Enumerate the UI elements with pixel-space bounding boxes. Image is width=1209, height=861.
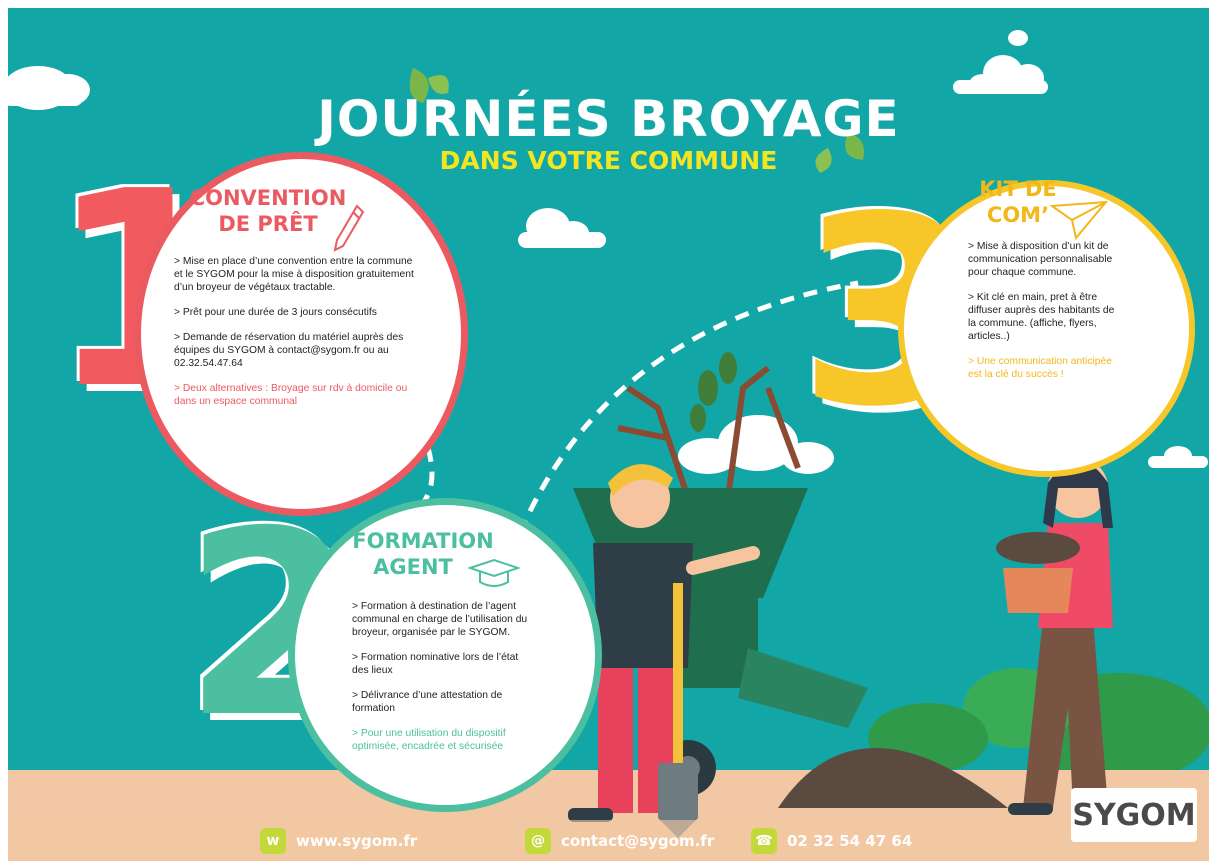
leaf-icon (815, 148, 832, 173)
leaf-icon (409, 68, 429, 103)
step2-paragraph: > Délivrance d’une attestation de format… (352, 690, 503, 714)
leaves (690, 352, 737, 432)
step3-paragraph: > Mise à disposition d’un kit de communi… (968, 241, 1113, 278)
leaf-icon (428, 75, 449, 94)
leaf-icon (845, 133, 864, 160)
cloud-center (518, 208, 606, 248)
step3-heading: KIT DE COM’ (968, 176, 1068, 228)
footer-email[interactable]: @ contact@sygom.fr (525, 828, 714, 854)
footer-strip (8, 820, 1209, 861)
phone-icon: ☎ (751, 828, 777, 854)
footer-website[interactable]: w www.sygom.fr (260, 828, 417, 854)
step3-body: > Mise à disposition d’un kit de communi… (968, 240, 1116, 393)
footer-phone-text[interactable]: 02 32 54 47 64 (787, 832, 913, 850)
step2-body: > Formation à destination de l’agent com… (352, 600, 532, 765)
paper-plane-icon (1050, 200, 1108, 240)
graduation-cap-icon (468, 558, 520, 587)
step3-paragraph: > Kit clé en main, pret à être diffuser … (968, 292, 1115, 342)
step1-heading: CONVENTION DE PRÊT (188, 185, 348, 237)
step1-highlight: > Deux alternatives : Broyage sur rdv à … (174, 383, 408, 407)
step2-circle (288, 498, 602, 812)
step3-highlight: > Une communication anticipée est la clé… (968, 356, 1112, 380)
branches (617, 365, 801, 499)
step2-paragraph: > Formation nominative lors de l’état de… (352, 652, 519, 676)
cloud-far-right (1148, 446, 1208, 468)
poster: JOURNÉES BROYAGE DANS VOTRE COMMUNE 1 CO… (8, 8, 1209, 861)
cloud-top-right (953, 55, 1048, 94)
step2-heading-line2: AGENT (373, 555, 453, 579)
step2-heading: FORMATION AGENT (348, 528, 498, 580)
sygom-logo: SYGOM (1071, 788, 1197, 842)
web-icon: w (260, 828, 286, 854)
main-title: JOURNÉES BROYAGE (317, 90, 900, 148)
pencil-icon (333, 204, 365, 252)
step1-paragraph: > Prêt pour une durée de 3 jours consécu… (174, 307, 377, 318)
step2-highlight: > Pour une utilisation du dispositif opt… (352, 728, 506, 752)
step3-circle (898, 180, 1195, 477)
at-icon: @ (525, 828, 551, 854)
step2-heading-line1: FORMATION (352, 529, 494, 553)
boy-figure (568, 464, 760, 838)
step1-heading-line1: CONVENTION (189, 186, 347, 210)
step3-heading-line2: COM’ (986, 203, 1050, 227)
dashed-path-2-3 (517, 280, 859, 534)
footer-phone[interactable]: ☎ 02 32 54 47 64 (751, 828, 912, 854)
cloud-left (8, 66, 90, 110)
step1-heading-line2: DE PRÊT (218, 212, 318, 236)
step1-paragraph: > Mise en place d’une convention entre l… (174, 256, 414, 293)
cloud-right-small (1008, 30, 1028, 46)
footer-website-text[interactable]: www.sygom.fr (296, 832, 418, 850)
sub-title: DANS VOTRE COMMUNE (439, 146, 778, 175)
step1-paragraph: > Demande de réservation du matériel aup… (174, 332, 404, 369)
footer-email-text[interactable]: contact@sygom.fr (561, 832, 715, 850)
step3-heading-line1: KIT DE (979, 177, 1057, 201)
illustration (409, 68, 1133, 838)
step1-body: > Mise en place d’une convention entre l… (174, 255, 414, 420)
mulch-pile (778, 748, 1008, 808)
step2-paragraph: > Formation à destination de l’agent com… (352, 601, 528, 638)
girl-figure (996, 458, 1133, 815)
step1-circle (134, 152, 468, 516)
